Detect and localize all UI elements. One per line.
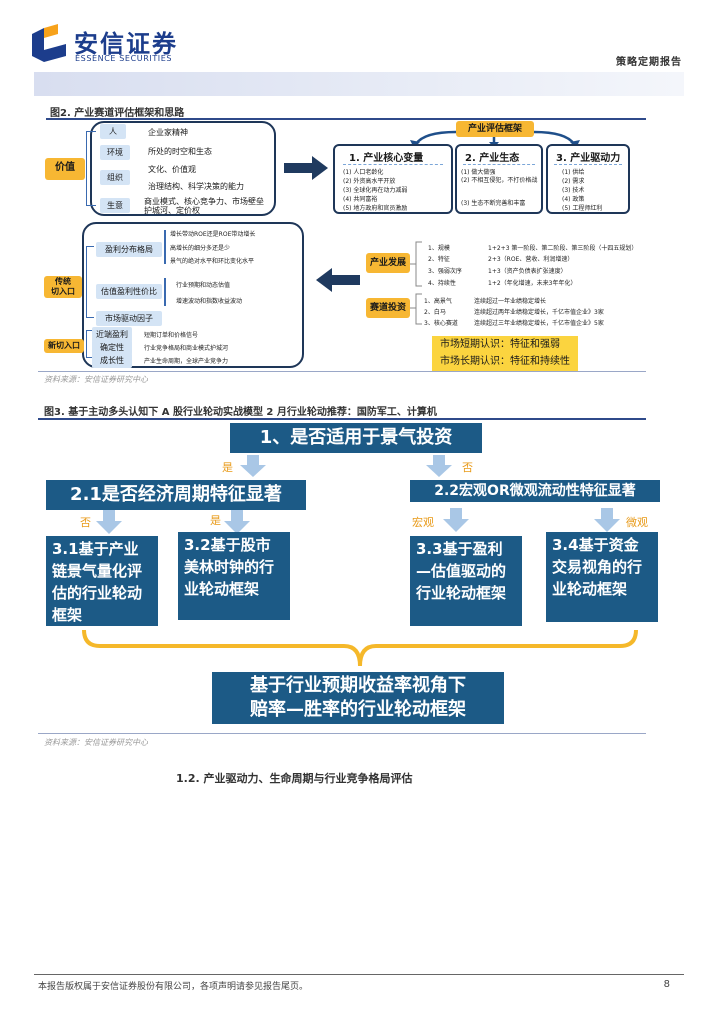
group-item: 增速波动和指数收益波动 (176, 298, 243, 305)
framework-3-1-box: 3.1基于产业链景气量化评估的行业轮动框架 (46, 536, 158, 626)
group-item: 增长带动ROE还是ROE带动增长 (170, 231, 256, 238)
group-market-driver: 市场驱动因子 (96, 311, 162, 326)
arrow-left-icon (316, 268, 360, 292)
value-label: 价值 (45, 158, 85, 180)
panel-core-variables: 1. 产业核心变量 (1) 人口老龄化 (2) 外资高水平开放 (3) 全球化再… (333, 144, 453, 214)
develop-item-key: 4、持续性 (428, 280, 456, 287)
framework-3-4-box: 3.4基于资金交易视角的行业轮动框架 (546, 532, 658, 622)
header-band (34, 72, 684, 96)
arrow-down-icon (443, 508, 469, 532)
arrow-down-icon (426, 455, 452, 477)
section-heading: 1.2. 产业驱动力、生命周期与行业竞争格局评估 (176, 772, 413, 785)
panel-ecosystem: 2. 产业生态 (1) 做大做强 (2) 不相互侵犯，不打价格战 (3) 生态不… (455, 144, 543, 214)
no-tag: 否 (462, 461, 473, 474)
group-item: 行业预期和动态估值 (176, 282, 231, 289)
market-short-box: 市场短期认识：特征和强弱 (432, 336, 578, 354)
branch-ren: 人 (100, 124, 126, 139)
new-item-value: 产业生命周期，全球产业竞争力 (144, 358, 229, 365)
group-profit-layout: 盈利分布格局 (96, 242, 162, 257)
branch-org: 组织 (100, 170, 130, 185)
develop-item-value: 1+2+3 第一阶段、第二阶段、第三阶段（十四五规划） (488, 245, 638, 252)
invest-item-key: 2、白马 (424, 309, 446, 316)
new-item-key: 确定性 (92, 340, 132, 355)
question-1-box: 1、是否适用于景气投资 (230, 423, 482, 453)
yes-tag: 是 (210, 514, 221, 527)
branch-item: 企业家精神 (148, 128, 188, 137)
bracket-icon (82, 629, 638, 667)
new-item-value: 短期订单和价格信号 (144, 332, 199, 339)
arrow-down-icon (594, 508, 620, 532)
branch-item: 护城河、定价权 (144, 206, 200, 215)
figure2-source: 资料来源：安信证券研究中心 (44, 375, 148, 384)
arrow-down-icon (224, 510, 250, 534)
invest-item-key: 3、核心赛道 (424, 320, 458, 327)
logo-subtext: ESSENCE SECURITIES (75, 54, 173, 63)
invest-item-key: 1、高景气 (424, 298, 452, 305)
figure3-title: 图3. 基于主动多头认知下 A 股行业轮动实战模型 2 月行业轮动推荐：国防军工… (44, 407, 437, 418)
branch-env: 环境 (100, 145, 130, 160)
traditional-entry-label: 传统 切入口 (44, 276, 82, 298)
framework-3-2-box: 3.2基于股市美林时钟的行业轮动框架 (178, 532, 290, 620)
group-valuation: 估值盈利性价比 (96, 284, 162, 299)
invest-item-value: 连续超过两年业绩稳定增长，千亿市值企业》3家 (474, 309, 604, 316)
final-framework-box: 基于行业预期收益率视角下 赔率—胜率的行业轮动框架 (212, 672, 504, 724)
logo-text: 安信证券 (74, 30, 178, 58)
new-item-key: 近端盈利 (92, 327, 132, 342)
question-2-1-box: 2.1是否经济周期特征显著 (46, 480, 306, 510)
micro-tag: 微观 (626, 516, 648, 529)
figure2-title: 图2. 产业赛道评估框架和思路 (50, 108, 185, 119)
develop-brace-icon (410, 241, 422, 287)
no-tag: 否 (80, 516, 91, 529)
branch-biz: 生意 (100, 198, 130, 213)
develop-item-value: 1+2（年化增速，未来3年年化） (488, 280, 577, 287)
invest-brace-icon (410, 293, 422, 325)
figure3-rule (38, 418, 646, 420)
group-item: 高增长的细分多还是少 (170, 245, 231, 252)
arrow-down-icon (96, 510, 122, 534)
market-long-box: 市场长期认识：特征和持续性 (432, 353, 578, 371)
invest-item-value: 连续超过一年业绩稳定增长 (474, 298, 547, 305)
arrow-right-icon (284, 156, 328, 180)
report-type: 策略定期报告 (616, 57, 682, 68)
framework-label: 产业评估框架 (456, 121, 534, 137)
develop-item-key: 3、强弱次序 (428, 268, 462, 275)
footer-rule (34, 974, 684, 975)
logo-icon (32, 24, 66, 62)
branch-item: 治理结构、科学决策的能力 (148, 182, 244, 191)
invest-label: 赛道投资 (366, 298, 410, 318)
develop-item-value: 2+3（ROE、营收、利润增速） (488, 256, 574, 263)
value-bracket (86, 131, 96, 206)
group-item: 景气的绝对水平和环比变化水平 (170, 258, 255, 265)
develop-item-key: 2、特征 (428, 256, 450, 263)
branch-item: 所处的时空和生态 (148, 147, 212, 156)
develop-item-value: 1+3（资产负债表扩张速度） (488, 268, 567, 275)
page-number: 8 (663, 979, 670, 990)
branch-item: 商业模式、核心竞争力、市场壁垒 (144, 197, 264, 206)
new-entry-label: 新切入口 (44, 339, 84, 353)
invest-item-value: 连续超过三年业绩稳定增长，千亿市值企业》5家 (474, 320, 604, 327)
yes-tag: 是 (222, 461, 233, 474)
new-item-key: 成长性 (92, 353, 132, 368)
framework-3-3-box: 3.3基于盈利—估值驱动的行业轮动框架 (410, 536, 522, 626)
footer-disclaimer: 本报告版权属于安信证券股份有限公司，各项声明请参见报告尾页。 (38, 982, 309, 992)
question-2-2-box: 2.2宏观OR微观流动性特征显著 (410, 480, 660, 502)
branch-item: 文化、价值观 (148, 165, 196, 174)
arrow-down-icon (240, 455, 266, 477)
figure3-source: 资料来源：安信证券研究中心 (44, 738, 148, 747)
develop-label: 产业发展 (366, 253, 410, 273)
macro-tag: 宏观 (412, 516, 434, 529)
panel-driving-force: 3. 产业驱动力 (1) 供给 (2) 需求 (3) 技术 (4) 政策 (5)… (546, 144, 630, 214)
develop-item-key: 1、规模 (428, 245, 450, 252)
new-item-value: 行业竞争格局和商业模式护城河 (144, 345, 229, 352)
figure2-rule (46, 118, 646, 120)
